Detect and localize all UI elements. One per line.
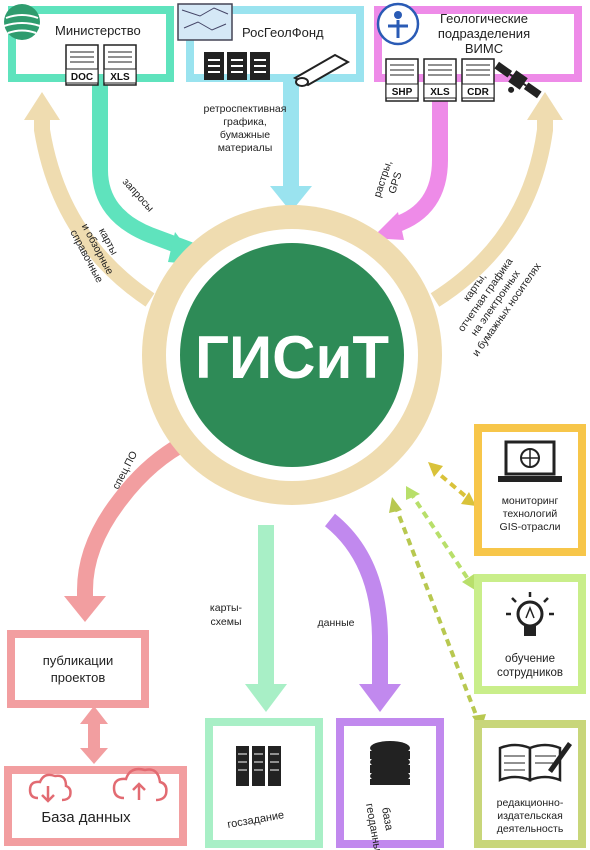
open-book-icon — [498, 742, 572, 782]
arrow-data — [324, 513, 388, 685]
arrow-data-head — [359, 684, 401, 712]
lightbulb-icon — [506, 592, 554, 636]
dash-head-1 — [428, 462, 443, 477]
arrow-spec-head — [64, 596, 106, 622]
vims-file-0: SHP — [392, 87, 413, 98]
label-schemes-line1: схемы — [211, 616, 242, 628]
center-core — [180, 243, 404, 467]
center-title: ГИСиТ — [195, 324, 389, 391]
label-retro-line3: материалы — [218, 142, 273, 154]
node-ministry: Министерство DOC XLS — [3, 4, 174, 86]
ministry-label: Министерство — [55, 23, 141, 38]
arrow-retro — [283, 80, 299, 190]
label-retro-line2: бумажные — [220, 129, 270, 141]
node-vims: Геологические подразделения ВИМС SHP XLS… — [374, 2, 582, 102]
label-requests: запросы — [120, 176, 156, 214]
dash-head-2 — [461, 492, 476, 506]
label-data: данные — [318, 617, 355, 629]
monitoring-line1: технологий — [503, 508, 558, 520]
arrow-rasters — [392, 80, 448, 233]
vims-label-line2: подразделения — [438, 26, 530, 41]
ministry-file-1: XLS — [110, 72, 130, 83]
vims-file-2: CDR — [467, 87, 489, 98]
database-stack-icon — [370, 741, 410, 785]
arrow-pub-db-up — [80, 706, 108, 724]
label-rasters: растры, GPS — [371, 159, 404, 199]
arrow-rasters-head — [372, 212, 404, 240]
globe-icon — [3, 4, 41, 40]
books-icon — [236, 746, 281, 786]
arrow-pub-db — [88, 718, 100, 754]
arrow-reference-maps-head — [24, 92, 60, 120]
arrow-maps-out — [430, 112, 553, 307]
label-retro-line1: графика, — [223, 116, 267, 128]
arrow-schemes — [258, 525, 274, 685]
vims-label-line1: Геологические — [440, 11, 528, 26]
training-line1: сотрудников — [497, 667, 563, 679]
node-publications: публикации проектов — [7, 630, 149, 708]
dash-head-5 — [389, 497, 402, 513]
cloud-upload-icon — [112, 767, 168, 802]
database-label: База данных — [41, 809, 131, 826]
editorial-line1: издательская — [497, 810, 563, 822]
vims-label-line3: ВИМС — [465, 41, 503, 56]
monitoring-line0: мониторинг — [502, 495, 559, 507]
node-editorial: редакционно- издательская деятельность — [474, 720, 586, 848]
scroll-icon — [292, 53, 351, 87]
label-reference: справочные и обзорные карты — [67, 222, 120, 285]
doc-file-icon: DOC — [65, 44, 99, 86]
arrow-requests — [92, 80, 193, 258]
node-monitoring: мониторинг технологий GIS-отрасли — [474, 424, 586, 556]
node-rosgeolfond: РосГеолФонд — [177, 3, 364, 87]
label-retro: ретроспективная графика, бумажные матери… — [204, 103, 287, 154]
arrow-schemes-head — [245, 684, 287, 712]
vims-file-1: XLS — [430, 87, 450, 98]
satellite-icon — [494, 61, 542, 99]
xls-file-icon: XLS — [103, 44, 137, 86]
cloud-download-icon — [28, 773, 72, 803]
arrow-maps-out-head — [527, 92, 563, 120]
node-geodb: база геоданных — [336, 718, 444, 850]
map-icon — [177, 3, 233, 41]
arrow-retro-head — [270, 186, 312, 212]
cdr-file-icon: CDR — [461, 58, 495, 102]
geodb-line0: база — [379, 806, 395, 832]
label-schemes-line0: карты- — [210, 602, 243, 614]
editorial-line2: деятельность — [497, 823, 564, 835]
rosgeolfond-label: РосГеолФонд — [242, 25, 324, 40]
training-line0: обучение — [505, 653, 555, 665]
dashed-arrows — [393, 466, 480, 721]
node-database: База данных — [4, 766, 187, 846]
document-stack-icon — [204, 52, 270, 80]
shp-file-icon: SHP — [385, 58, 419, 102]
arrow-spec — [77, 432, 194, 598]
dash-head-4 — [462, 574, 475, 590]
xls-file-icon-2: XLS — [423, 58, 457, 102]
publications-line0: публикации — [43, 653, 114, 668]
label-retro-line0: ретроспективная — [204, 103, 287, 115]
laptop-icon — [498, 440, 562, 482]
node-training: обучение сотрудников — [474, 574, 586, 694]
node-goszadanie: госзадание — [205, 718, 323, 848]
dash-head-3 — [406, 486, 420, 500]
ministry-file-0: DOC — [71, 72, 93, 83]
monitoring-line2: GIS-отрасли — [500, 521, 561, 533]
arrow-pub-db-down — [80, 748, 108, 764]
vims-logo-icon — [376, 2, 420, 46]
publications-line1: проектов — [51, 670, 106, 685]
editorial-line0: редакционно- — [497, 797, 564, 809]
arrow-reference-maps — [34, 112, 155, 307]
